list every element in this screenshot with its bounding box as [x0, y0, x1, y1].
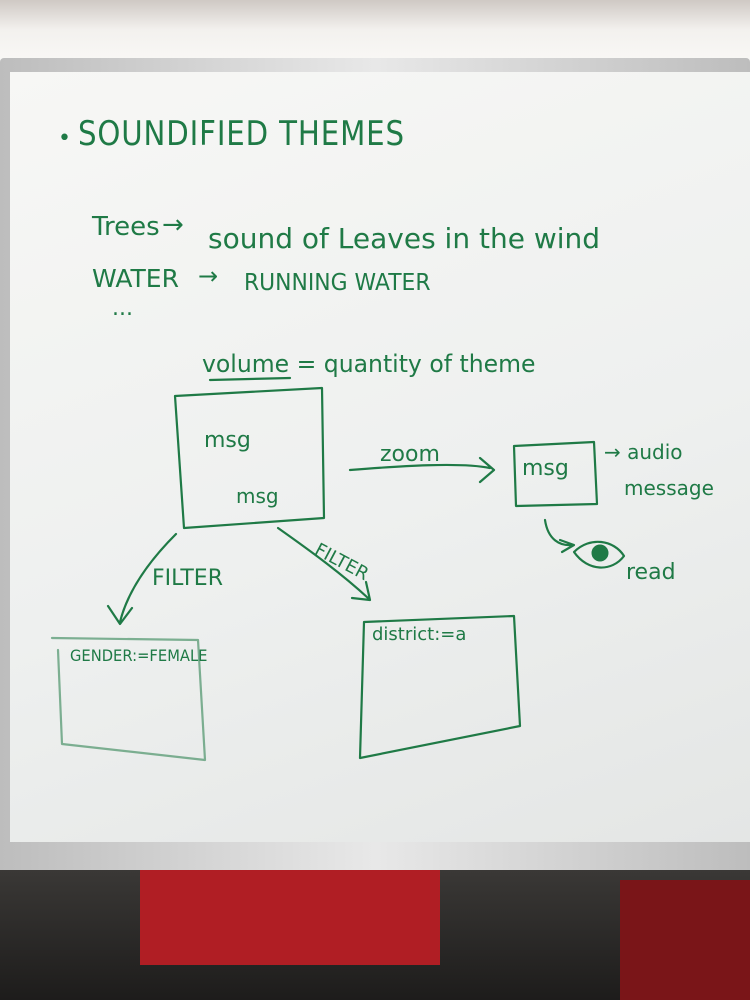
mapping-water-from: WATER [92, 264, 179, 293]
gender-box-label: GENDER:=FEMALE [70, 646, 208, 665]
read-note: read [626, 560, 676, 585]
district-box [358, 614, 522, 760]
heading-text: SOUNDIFIED THEMES [78, 114, 405, 154]
eye-icon [572, 540, 626, 569]
zoomed-box [512, 440, 599, 508]
room-background [0, 870, 750, 1000]
mapping-trees-to: sound of Leaves in the wind [208, 222, 601, 255]
filter-arrow-right [276, 526, 372, 602]
zoom-label: zoom [380, 442, 440, 467]
red-jacket [140, 870, 440, 965]
gender-box [50, 636, 207, 762]
zoomed-box-label: msg [522, 456, 569, 481]
mapping-trees-from: Trees [92, 212, 160, 242]
red-chair [620, 880, 750, 1000]
mapping-water-to: RUNNING WATER [244, 270, 431, 296]
volume-underline [208, 376, 292, 382]
audio-note-line2: message [624, 476, 714, 500]
filter-label-left: FILTER [152, 566, 223, 591]
main-box [173, 386, 326, 530]
whiteboard-surface [10, 72, 750, 842]
filter-arrow-left [106, 532, 178, 626]
district-box-label: district:=a [372, 624, 467, 645]
ellipsis: ... [112, 296, 133, 321]
heading-bullet: • [58, 126, 71, 151]
audio-note-line1: → audio [604, 440, 683, 464]
main-box-label-2: msg [236, 484, 279, 508]
volume-rule: volume = quantity of theme [202, 350, 536, 378]
read-hook-arrow [543, 518, 576, 554]
arrow-icon: → [198, 262, 219, 290]
main-box-label-1: msg [204, 428, 251, 453]
zoom-arrow [348, 456, 496, 484]
arrow-icon: → [162, 210, 184, 240]
